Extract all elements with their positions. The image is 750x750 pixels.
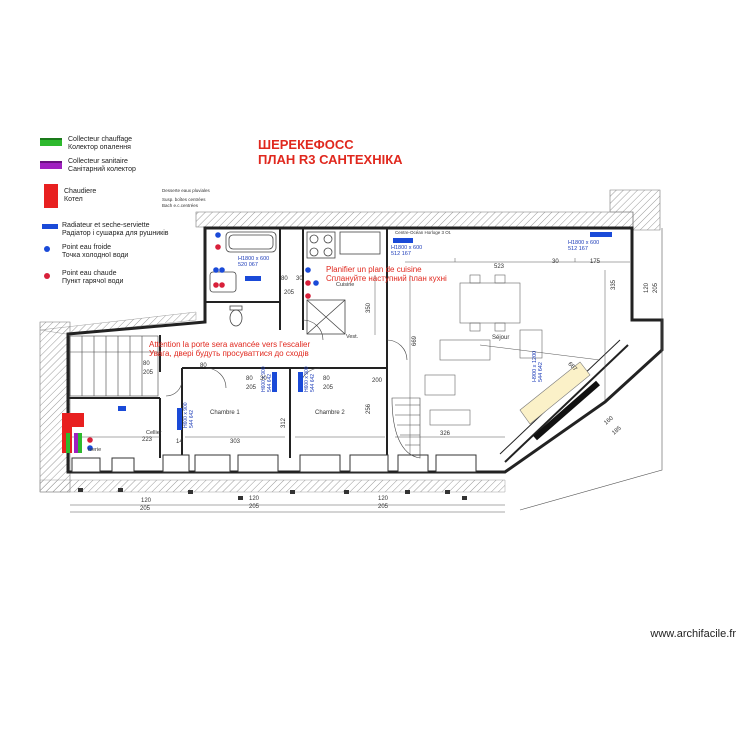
radiator-bath: [245, 276, 261, 281]
radiator-living: [590, 232, 612, 237]
cold-water-point: [215, 232, 221, 238]
diagonal-wall: [504, 344, 629, 463]
radiator-ch1: [177, 408, 182, 430]
hot-water-point: [213, 282, 219, 288]
hot-water-point: [305, 293, 311, 299]
door-swings: [165, 319, 408, 397]
room-label-chambre1: Chambre 1: [210, 410, 240, 416]
radiator-ch2-a: [272, 372, 277, 392]
boiler: [62, 413, 84, 427]
hot-water-point: [305, 280, 311, 286]
bathroom-fixtures: [209, 231, 277, 327]
room-label-cellier: Cellier: [146, 430, 162, 436]
exterior-hatch-top: [195, 211, 634, 228]
room-label-chambre2: Chambre 2: [315, 410, 345, 416]
hot-water-point: [219, 282, 225, 288]
radiator-cellier: [118, 406, 126, 411]
living-furniture: [424, 274, 543, 426]
room-label-cuisine: Cuisine: [336, 282, 355, 288]
exterior-hatch-bottom: [39, 479, 506, 493]
door-note: Attention la porte sera avancée vers l'e…: [149, 340, 311, 358]
plan-title-line1: ШЕРЕКЕФОСС: [258, 137, 354, 152]
footer-watermark: www.archifacile.fr: [650, 628, 736, 640]
room-label-buanderie: iserie: [88, 447, 102, 453]
bay-radiator: [519, 361, 600, 441]
cold-water-icon: [44, 246, 50, 252]
heating-collector-icon: [40, 138, 62, 146]
boiler-icon: [44, 184, 58, 208]
hot-water-point: [87, 437, 93, 443]
sanitary-collector-icon: [40, 161, 62, 169]
cold-water-point: [305, 267, 311, 273]
hot-water-point: [215, 244, 221, 250]
radiator-kitchen: [393, 238, 413, 243]
exterior-hatch-leftwing: [39, 311, 197, 335]
svg-text:Bach e.c.centrées: Bach e.c.centrées: [162, 203, 199, 208]
exterior-hatch-left: [39, 321, 71, 493]
room-label-sejour: Séjour: [492, 335, 510, 341]
plan-title-line2: ПЛАН R3 САНТЕХНІКА: [258, 152, 403, 167]
outer-wall: [66, 226, 664, 474]
heating-collector: [66, 433, 70, 453]
room-label-vest: Vest.: [346, 334, 359, 340]
cold-water-point: [219, 267, 225, 273]
cold-water-point: [87, 445, 93, 451]
svg-text:Desserte eaux pluviales: Desserte eaux pluviales: [162, 188, 211, 193]
cold-water-point: [313, 280, 319, 286]
staircase-center: [391, 397, 421, 459]
svg-text:Susp. boîtes centrées: Susp. boîtes centrées: [162, 197, 206, 202]
sanitary-collector: [74, 433, 78, 453]
svg-text:Centre-Océan Horloge 3 Ot.: Centre-Océan Horloge 3 Ot.: [395, 230, 451, 235]
hot-water-icon: [44, 273, 50, 279]
cold-water-point: [213, 267, 219, 273]
radiator-icon: [42, 224, 58, 229]
staircase-left: [69, 335, 159, 397]
radiator-ch2-b: [298, 372, 303, 392]
kitchen-fixtures: [306, 231, 381, 335]
